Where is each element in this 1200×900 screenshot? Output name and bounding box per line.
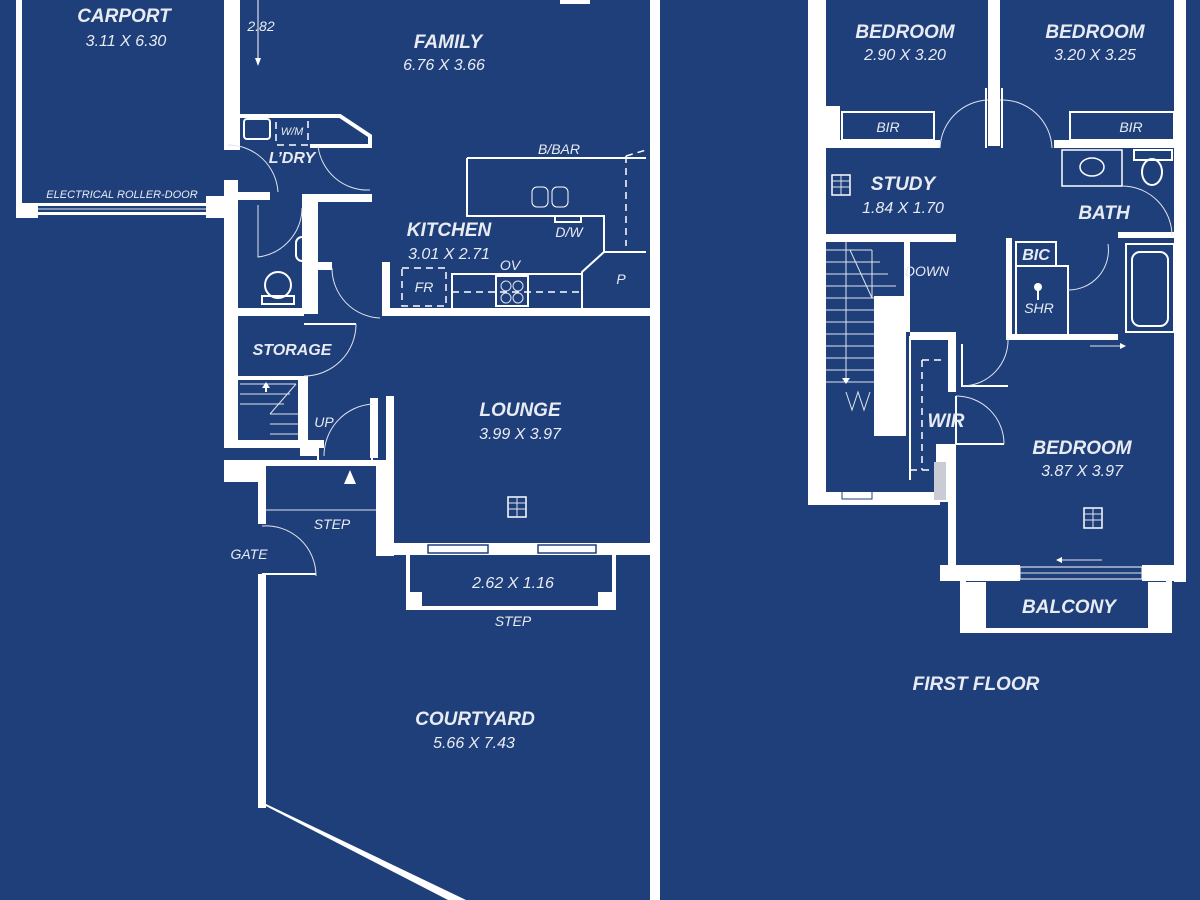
study-size: 1.84 X 1.70 (862, 200, 944, 217)
carport-size: 3.11 X 6.30 (86, 33, 167, 50)
courtyard-size: 5.66 X 7.43 (433, 735, 515, 752)
bedroom3-size: 3.87 X 3.97 (1041, 463, 1124, 480)
study-label: STUDY (871, 174, 938, 195)
bath-label: BATH (1078, 203, 1131, 224)
first-floor-fixtures (826, 88, 1175, 580)
bedroom2-bir-label: BIR (1119, 119, 1142, 135)
shower-label: SHR (1024, 300, 1054, 316)
bedroom1-bir-label: BIR (876, 119, 899, 135)
family-label: FAMILY (414, 32, 485, 53)
lounge-size: 3.99 X 3.97 (479, 426, 562, 443)
pantry-label: P (616, 271, 626, 287)
laundry-label: L’DRY (269, 150, 317, 167)
bedroom2-size: 3.20 X 3.25 (1054, 47, 1136, 64)
kitchen-size: 3.01 X 2.71 (408, 246, 490, 263)
stairs-down-label: DOWN (905, 263, 950, 279)
first-floor-labels: BEDROOM 2.90 X 3.20 BIR BEDROOM 3.20 X 3… (855, 22, 1145, 695)
bic-label: BIC (1022, 247, 1050, 264)
bedroom2-label: BEDROOM (1045, 22, 1145, 43)
ground-floor-walls (16, 0, 660, 900)
bedroom1-label: BEDROOM (855, 22, 955, 43)
bedroom3-label: BEDROOM (1032, 438, 1132, 459)
porch-size: 2.62 X 1.16 (471, 575, 554, 592)
family-size: 6.76 X 3.66 (403, 57, 485, 74)
wm-label: W/M (281, 126, 304, 138)
entry-step-label: STEP (314, 516, 351, 532)
ground-floor-labels: CARPORT 3.11 X 6.30 ELECTRICAL ROLLER-DO… (46, 6, 626, 752)
porch-step-label: STEP (495, 613, 532, 629)
roller-door-label: ELECTRICAL ROLLER-DOOR (46, 189, 197, 201)
courtyard-label: COURTYARD (415, 709, 535, 730)
family-dim-label: 2.82 (246, 18, 274, 34)
balcony-label: BALCONY (1022, 597, 1118, 618)
bbar-label: B/BAR (538, 141, 580, 157)
first-floor-title: FIRST FLOOR (913, 674, 1040, 695)
first-floor-walls (808, 0, 1186, 633)
bedroom1-size: 2.90 X 3.20 (863, 47, 946, 64)
dw-label: D/W (555, 224, 584, 240)
oven-label: OV (500, 257, 522, 273)
lounge-label: LOUNGE (479, 400, 562, 421)
ground-floor-fixtures (38, 0, 647, 577)
storage-label: STORAGE (253, 342, 333, 359)
up-label: UP (314, 414, 334, 430)
gate-label: GATE (230, 546, 268, 562)
carport-label: CARPORT (77, 6, 172, 27)
fridge-label: FR (415, 279, 434, 295)
wir-label: WIR (928, 411, 965, 432)
kitchen-label: KITCHEN (407, 220, 493, 241)
